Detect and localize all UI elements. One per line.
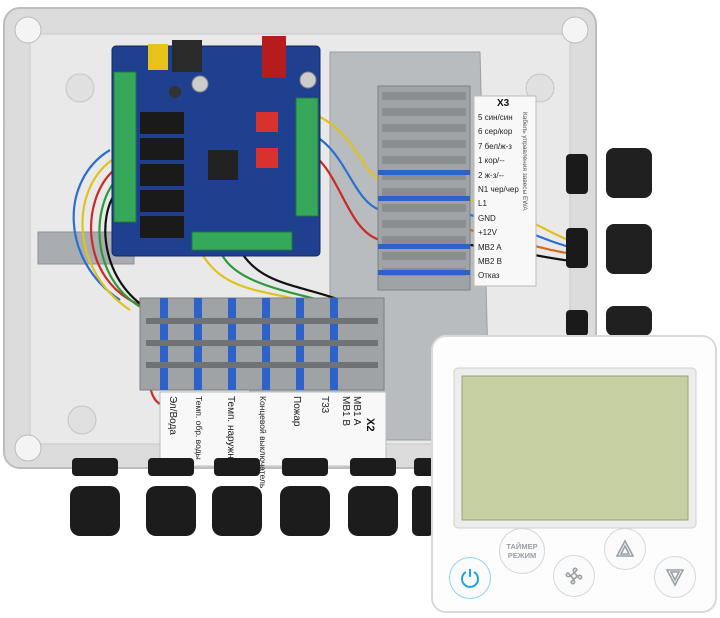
x3-row-label: GND — [478, 213, 496, 223]
black-connector — [172, 40, 202, 72]
microcontroller-chip — [208, 150, 238, 180]
pcb-terminal-left — [113, 71, 137, 223]
x3-label-card — [473, 95, 537, 287]
mount-hole — [525, 73, 555, 103]
capacitor — [191, 75, 209, 93]
yellow-connector — [148, 44, 168, 70]
power-icon — [461, 569, 479, 588]
triangle-up-icon — [615, 539, 635, 557]
fan-speed-button[interactable] — [553, 555, 595, 597]
lcd-screen — [461, 375, 689, 521]
triangle-down-icon — [665, 569, 685, 587]
corner-screw — [561, 16, 589, 44]
x3-row-label: MB2 B — [478, 257, 503, 266]
cable-gland-right — [566, 148, 652, 336]
x2-column-label: Пожар — [291, 396, 302, 427]
dip-switch — [256, 112, 278, 132]
x3-row-label: 2 ж-з/-- — [478, 170, 504, 180]
relay-stack — [140, 112, 184, 238]
timer-mode-button[interactable]: ТАЙМЕР РЕЖИМ — [499, 528, 545, 574]
x2-column-label: MB1 A MB1 B — [340, 396, 362, 427]
x3-row-label: Отказ — [478, 271, 500, 281]
x3-row-label: N1 чер/чер — [478, 185, 519, 194]
down-button[interactable] — [654, 556, 696, 598]
x3-row-label: L1 — [478, 199, 487, 209]
x2-title: X2 — [364, 418, 376, 432]
up-button[interactable] — [604, 528, 646, 570]
x2-column-label: Эл/Вода — [167, 396, 178, 435]
x2-column-label: Темп. наружн. — [225, 396, 236, 462]
capacitor — [169, 86, 181, 98]
x3-row-label: 7 бел/ж-з — [478, 141, 512, 151]
x3-title: X3 — [497, 98, 510, 109]
timer-label: ТАЙМЕР — [506, 542, 538, 551]
x2-label-card — [159, 391, 387, 467]
terminal-block-x3 — [377, 85, 471, 291]
x2-column-label: Концевой выключатель — [258, 396, 268, 489]
power-button[interactable] — [449, 557, 491, 599]
x3-side-label: Кабель управления завесы EWA — [521, 112, 528, 211]
cable-gland-bottom — [70, 458, 434, 536]
corner-screw — [14, 16, 42, 44]
red-connector — [262, 36, 286, 78]
terminal-block-x2 — [139, 297, 385, 391]
corner-screw — [14, 434, 42, 462]
x3-row-label: 6 сер/кор — [478, 127, 513, 137]
x2-column-label: Темп. обр. воды — [194, 396, 204, 460]
capacitor — [299, 71, 317, 89]
x3-row-label: MB2 A — [478, 242, 502, 252]
mount-hole — [67, 405, 97, 435]
x2-column-label: Т33 — [319, 396, 330, 414]
pcb-terminal-bottom — [191, 231, 293, 251]
fan-icon — [565, 567, 583, 585]
mode-label: РЕЖИМ — [507, 551, 537, 560]
x3-row-label: +12V — [478, 228, 497, 238]
x3-row-label: 1 кор/-- — [478, 156, 505, 166]
pcb-terminal-right — [295, 97, 319, 217]
mount-hole — [65, 73, 95, 103]
dip-switch — [256, 148, 278, 168]
x3-row-label: 5 син/син — [478, 113, 513, 122]
